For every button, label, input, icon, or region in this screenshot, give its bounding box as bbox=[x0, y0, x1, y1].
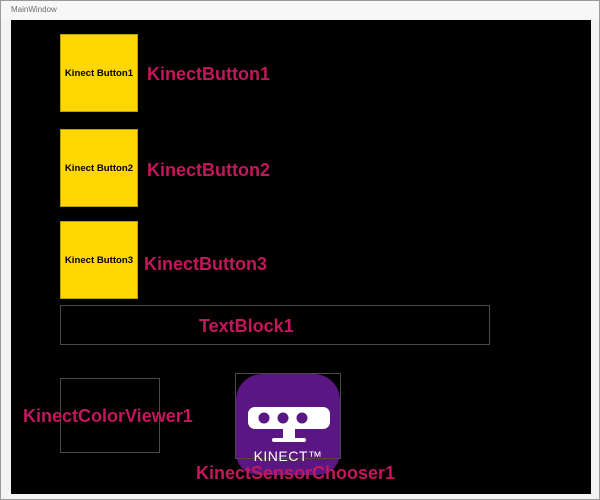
kinect-button-3-label: KinectButton3 bbox=[144, 254, 267, 274]
color-viewer-label: KinectColorViewer1 bbox=[23, 406, 193, 426]
kinect-button-1-label: KinectButton1 bbox=[147, 64, 270, 84]
kinect-button-3-text: Kinect Button3 bbox=[64, 254, 134, 266]
kinect-button-1[interactable]: Kinect Button1 bbox=[60, 34, 138, 112]
color-viewer-outline bbox=[60, 378, 160, 453]
window-title: MainWindow bbox=[11, 5, 57, 14]
kinect-button-2[interactable]: Kinect Button2 bbox=[60, 129, 138, 207]
kinect-sensor-icon bbox=[248, 407, 330, 442]
textblock-outline bbox=[60, 305, 490, 345]
kinect-logo-text: KINECT™ bbox=[253, 448, 323, 464]
kinect-button-3[interactable]: Kinect Button3 bbox=[60, 221, 138, 299]
sensor-chooser-outline bbox=[235, 373, 341, 459]
kinect-button-1-text: Kinect Button1 bbox=[64, 67, 134, 79]
window-titlebar[interactable]: MainWindow bbox=[1, 1, 599, 19]
kinect-button-2-label: KinectButton2 bbox=[147, 160, 270, 180]
kinect-button-2-text: Kinect Button2 bbox=[64, 162, 134, 174]
textblock-label: TextBlock1 bbox=[199, 316, 294, 336]
sensor-chooser-label: KinectSensorChooser1 bbox=[196, 463, 396, 483]
